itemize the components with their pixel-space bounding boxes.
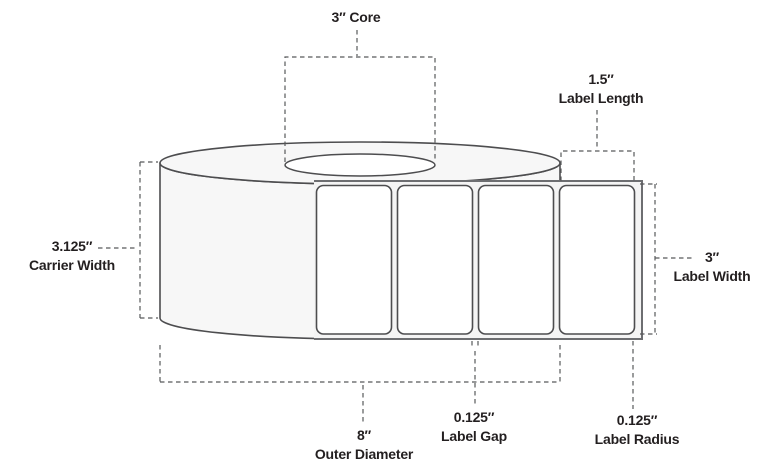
label-length-label: Label Length bbox=[558, 90, 644, 106]
annotation-core: 3″ Core bbox=[332, 8, 381, 27]
annotation-outer-diameter: 8″ Outer Diameter bbox=[314, 426, 414, 464]
dimension-lines bbox=[98, 30, 692, 422]
label-3 bbox=[477, 184, 555, 335]
label-gap-label: Label Gap bbox=[441, 428, 507, 444]
outer-diameter-value: 8″ bbox=[356, 427, 372, 443]
label-radius-label: Label Radius bbox=[594, 431, 680, 447]
carrier-width-label: Carrier Width bbox=[29, 257, 115, 273]
outer-diameter-bracket bbox=[159, 345, 561, 383]
label-gap-value: 0.125″ bbox=[453, 409, 495, 425]
label-width-bracket bbox=[640, 183, 657, 335]
label-length-value: 1.5″ bbox=[588, 71, 614, 87]
label-width-value: 3″ bbox=[704, 249, 720, 265]
core-dimension-bracket bbox=[284, 56, 436, 162]
label-radius-value: 0.125″ bbox=[616, 412, 658, 428]
core-value: 3″ bbox=[331, 9, 346, 25]
annotation-label-width: 3″ Label Width bbox=[673, 248, 750, 286]
annotation-label-gap: 0.125″ Label Gap bbox=[441, 408, 507, 446]
label-group bbox=[315, 184, 636, 335]
label-2 bbox=[396, 184, 474, 335]
core-label: Core bbox=[349, 9, 381, 25]
label-1 bbox=[315, 184, 393, 335]
carrier-width-value: 3.125″ bbox=[51, 238, 93, 254]
annotation-carrier-width: 3.125″ Carrier Width bbox=[29, 237, 115, 275]
annotation-label-length: 1.5″ Label Length bbox=[559, 70, 644, 108]
label-4 bbox=[558, 184, 636, 335]
label-length-bracket bbox=[560, 150, 635, 181]
label-gap-leader-line bbox=[471, 341, 479, 405]
core-hole bbox=[284, 153, 436, 177]
outer-diameter-label: Outer Diameter bbox=[314, 446, 414, 462]
label-width-label: Label Width bbox=[673, 268, 751, 284]
annotation-label-radius: 0.125″ Label Radius bbox=[595, 411, 680, 449]
carrier-width-bracket bbox=[139, 161, 158, 319]
